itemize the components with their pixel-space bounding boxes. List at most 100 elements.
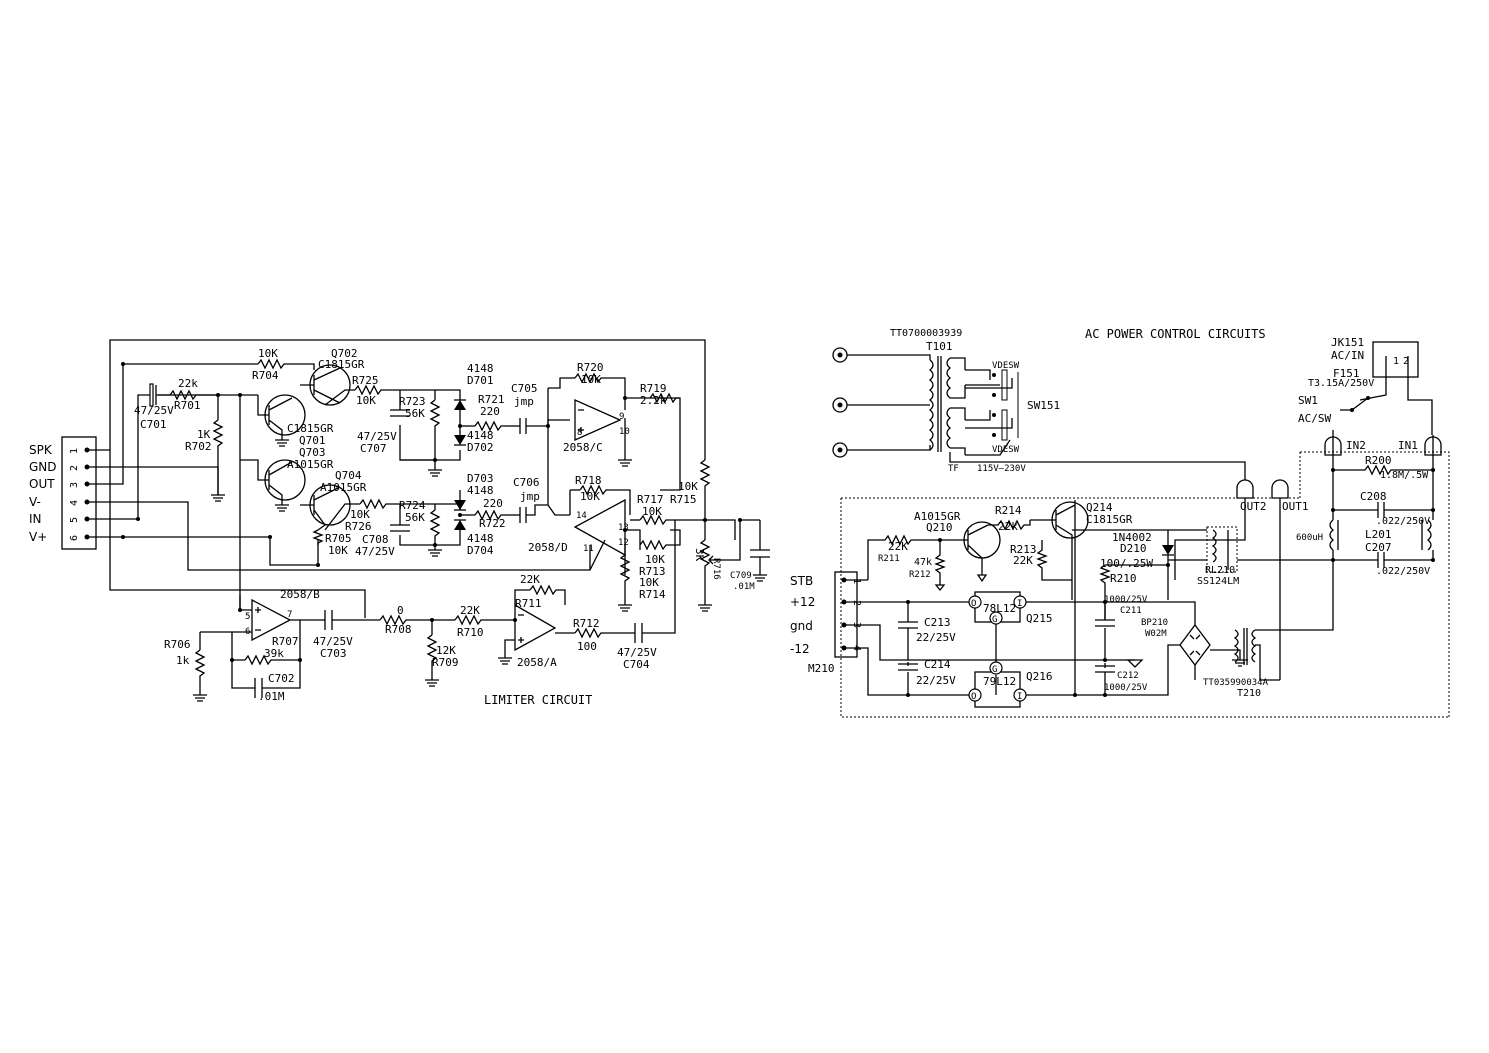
label-c702: C702: [268, 672, 295, 685]
resistor-r709: [426, 634, 438, 665]
label-c214: C214: [924, 658, 951, 671]
connector-pin-2: 2: [69, 465, 80, 471]
label-pin8: 8: [577, 428, 582, 438]
label-jk151: JK151: [1331, 336, 1364, 349]
limiter-title: LIMITER CIRCUIT: [484, 693, 592, 707]
label-c705: C705: [511, 382, 538, 395]
resistor-r726: [359, 498, 390, 510]
label-c703-value: 47/25V: [313, 635, 353, 648]
connector-pin-1: 1: [69, 448, 80, 454]
connector-m210: [834, 571, 858, 658]
transistor-q702: [309, 364, 351, 406]
label-r709-value: 12K: [436, 644, 456, 657]
diode-d704: [454, 520, 466, 530]
label-d702: D702: [467, 441, 494, 454]
label-pin12: 12: [618, 538, 629, 548]
resistor-r210: [1099, 564, 1111, 620]
label-q215-ic: 78L12: [983, 602, 1016, 615]
label-t101: T101: [926, 340, 953, 353]
connector-label-spk: SPK: [29, 443, 53, 457]
capacitor-c709: [750, 549, 770, 570]
label-r712: R712: [573, 617, 600, 630]
resistor-r715: [699, 459, 711, 490]
ac-power-circuit: AC POWER CONTROL CIRCUITS TT0700003939 T…: [790, 327, 1450, 718]
label-sw1: SW1: [1298, 394, 1318, 407]
label-tf: TF: [948, 464, 959, 474]
connector-pin-5: 5: [69, 517, 80, 523]
label-r702-value: 1K: [197, 428, 211, 441]
label-r701-value: 22k: [178, 377, 198, 390]
label-q701-type: C1815GR: [287, 422, 334, 435]
label-c704: C704: [623, 658, 650, 671]
label-c702-value: .01M: [258, 690, 285, 703]
label-q215-pin-i: I: [1017, 599, 1022, 609]
diode-d703: [454, 500, 466, 510]
label-r214-value: 22k: [998, 520, 1018, 533]
ac-power-title: AC POWER CONTROL CIRCUITS: [1085, 327, 1266, 341]
label-in1: IN1: [1398, 439, 1418, 452]
label-r715-value: 10K: [678, 480, 698, 493]
label-pin5: 5: [245, 612, 250, 622]
resistor-r722: [474, 509, 505, 521]
label-d704: D704: [467, 544, 494, 557]
label-pin13: 13: [618, 523, 629, 533]
diode-d210: [1162, 545, 1174, 555]
label-q210-type: A1015GR: [914, 510, 961, 523]
label-r705: R705: [325, 532, 352, 545]
label-r200: R200: [1365, 454, 1392, 467]
resistor-r702: [212, 419, 224, 450]
label-r711: R711: [515, 597, 542, 610]
label-r713-value: 10K: [645, 553, 665, 566]
label-q702: Q702: [331, 347, 358, 360]
label-pin11: 11: [583, 544, 594, 554]
label-d703: D703: [467, 472, 494, 485]
label-pin9: 9: [619, 412, 624, 422]
label-pin14: 14: [576, 511, 587, 521]
label-m210: M210: [808, 662, 835, 675]
label-c707: C707: [360, 442, 387, 455]
label-c211: C211: [1120, 606, 1142, 616]
resistor-r200: [1333, 464, 1433, 476]
resistor-r711: [529, 584, 560, 596]
connector-pin-3: 3: [69, 482, 80, 488]
limiter-capacitors: [148, 383, 770, 698]
label-r710-value: 22K: [460, 604, 480, 617]
resistor-r713: [639, 539, 670, 551]
label-ic-2058c: 2058/C: [563, 441, 603, 454]
label-c213: C213: [924, 616, 951, 629]
resistor-r721: [474, 420, 505, 432]
limiter-connector: [61, 436, 97, 550]
ground-c212: [1126, 659, 1144, 668]
label-q215: Q215: [1026, 612, 1053, 625]
limiter-grounds: [193, 439, 767, 702]
capacitor-c207: [1333, 552, 1433, 568]
label-c211-value: 1000/25V: [1104, 595, 1148, 605]
label-r211: R211: [878, 554, 900, 564]
label-ac-sw: AC/SW: [1298, 412, 1331, 425]
connector-label-out: OUT: [29, 477, 55, 491]
label-r714: R714: [639, 588, 666, 601]
label-q216-ic: 79L12: [983, 675, 1016, 688]
label-r200-value: 1.8M/.5W: [1380, 470, 1429, 481]
resistor-r720: [574, 372, 605, 384]
label-q216: Q216: [1026, 670, 1053, 683]
label-plus12: +12: [790, 595, 815, 609]
label-r709: R709: [432, 656, 459, 669]
limiter-transistors: [240, 364, 351, 531]
label-r711-value: 22K: [520, 573, 540, 586]
label-pin7: 7: [287, 610, 292, 620]
label-c213-value: 22/25V: [916, 631, 956, 644]
bridge-bp210: [1179, 623, 1211, 667]
label-m210-pin1: 1: [851, 578, 862, 584]
label-f151: F151: [1333, 367, 1360, 380]
label-sw151: SW151: [1027, 399, 1060, 412]
label-minus12: -12: [790, 642, 810, 656]
label-r214: R214: [995, 504, 1022, 517]
label-q210: Q210: [926, 521, 953, 534]
label-r712-value: 100: [577, 640, 597, 653]
capacitor-c703: [324, 610, 345, 630]
label-rl210-type: SS124LM: [1197, 576, 1239, 587]
label-r710: R710: [457, 626, 484, 639]
label-r714-value: 10K: [639, 576, 659, 589]
